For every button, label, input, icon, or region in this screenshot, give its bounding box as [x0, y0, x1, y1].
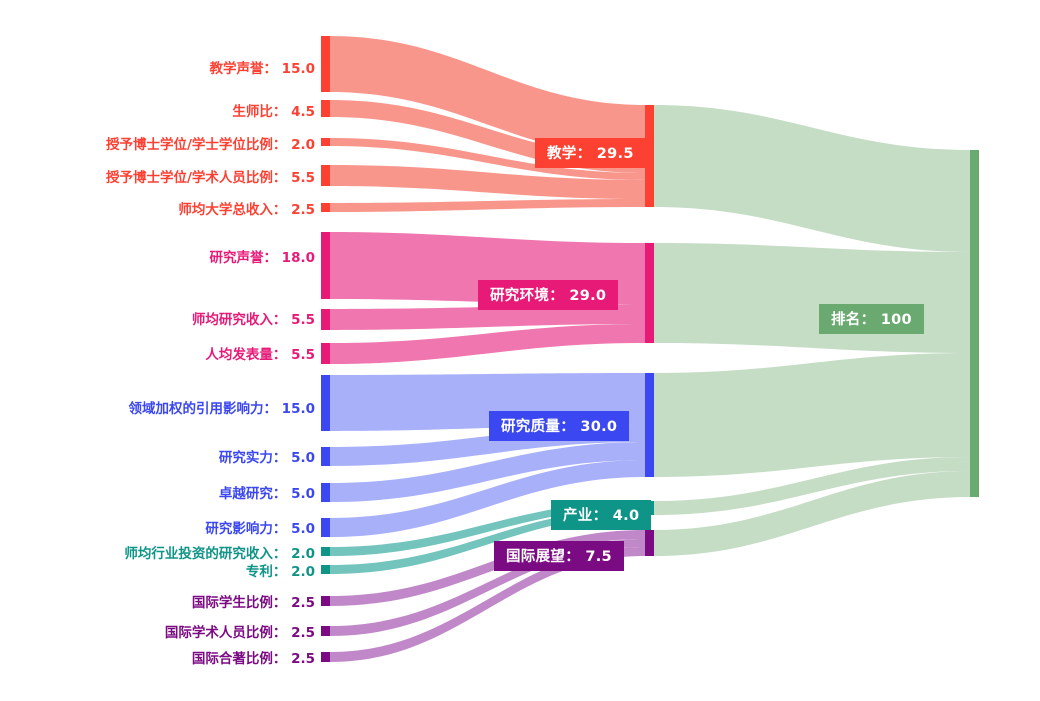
source-label-doc_bachelor: 授予博士学位/学士学位比例： 2.0: [106, 133, 315, 153]
node-label-text: 教学： 29.5: [547, 146, 634, 162]
sankey-node-research_influence[interactable]: [321, 518, 330, 537]
source-label-text: 研究影响力： 5.0: [205, 521, 315, 537]
sankey-node-doc_staff[interactable]: [321, 165, 330, 186]
sankey-link-intl_coauthor-to-intl_outlook[interactable]: [330, 547, 645, 662]
source-label-intl_coauthor: 国际合著比例： 2.5: [192, 647, 315, 667]
sankey-link-institution_income-to-teaching[interactable]: [330, 199, 645, 212]
source-label-patents: 专利： 2.0: [246, 560, 315, 580]
sankey-link-industry_income-to-industry[interactable]: [330, 501, 645, 556]
sankey-node-research_rep[interactable]: [321, 232, 330, 299]
node-label-teaching: 教学： 29.5: [535, 138, 646, 168]
sankey-node-intl_students[interactable]: [321, 596, 330, 606]
sankey-node-fwci[interactable]: [321, 375, 330, 431]
sankey-node-research_excellence[interactable]: [321, 483, 330, 502]
source-label-research_influence: 研究影响力： 5.0: [205, 517, 315, 537]
sankey-link-intl_students-to-intl_outlook[interactable]: [330, 530, 645, 606]
source-label-teaching_rep: 教学声誉： 15.0: [209, 57, 315, 77]
sankey-node-research_strength[interactable]: [321, 447, 330, 466]
source-label-text: 教学声誉： 15.0: [209, 61, 315, 77]
source-label-institution_income: 师均大学总收入： 2.5: [178, 198, 315, 218]
source-label-text: 领域加权的引用影响力： 15.0: [128, 401, 315, 417]
sankey-link-doc_staff-to-teaching[interactable]: [330, 165, 645, 199]
source-label-text: 授予博士学位/学术人员比例： 5.5: [105, 170, 315, 186]
sankey-node-intl_staff[interactable]: [321, 626, 330, 636]
node-label-text: 研究质量： 30.0: [501, 419, 618, 435]
source-label-research_income: 师均研究收入： 5.5: [192, 308, 315, 328]
source-label-student_staff: 生师比： 4.5: [232, 100, 315, 120]
sankey-node-student_staff[interactable]: [321, 100, 330, 117]
sankey-node-industry_income[interactable]: [321, 547, 330, 556]
source-label-papers_per_staff: 人均发表量： 5.5: [205, 343, 315, 363]
sankey-link-patents-to-industry[interactable]: [330, 508, 645, 574]
source-label-research_excellence: 卓越研究： 5.0: [219, 482, 315, 502]
source-label-text: 国际学术人员比例： 2.5: [164, 625, 315, 641]
node-label-text: 国际展望： 7.5: [506, 549, 612, 565]
node-label-intl_outlook: 国际展望： 7.5: [494, 541, 624, 571]
sankey-link-intl_staff-to-intl_outlook[interactable]: [330, 539, 645, 636]
source-label-text: 卓越研究： 5.0: [218, 486, 315, 502]
sankey-link-research_excellence-to-research_quality[interactable]: [330, 442, 645, 502]
sankey-link-teaching-to-ranking[interactable]: [654, 105, 970, 252]
sankey-node-research_income[interactable]: [321, 309, 330, 330]
node-label-industry: 产业： 4.0: [551, 500, 652, 530]
source-label-text: 人均发表量： 5.5: [205, 347, 315, 363]
sankey-node-intl_outlook[interactable]: [645, 530, 654, 556]
sankey-link-teaching_rep-to-teaching[interactable]: [330, 36, 645, 157]
source-label-text: 师均研究收入： 5.5: [191, 312, 315, 328]
source-label-research_strength: 研究实力： 5.0: [219, 446, 315, 466]
sankey-node-teaching_rep[interactable]: [321, 36, 330, 92]
source-label-doc_staff: 授予博士学位/学术人员比例： 5.5: [106, 166, 315, 186]
node-label-research_quality: 研究质量： 30.0: [489, 411, 630, 441]
sankey-node-papers_per_staff[interactable]: [321, 343, 330, 364]
sankey-links-layer: [330, 36, 970, 662]
sankey-node-research_quality[interactable]: [645, 373, 654, 477]
sankey-link-research_env-to-ranking[interactable]: [654, 243, 970, 353]
sankey-link-research_influence-to-research_quality[interactable]: [330, 460, 645, 537]
source-label-text: 师均行业投资的研究收入： 2.0: [124, 546, 315, 562]
source-label-intl_students: 国际学生比例： 2.5: [192, 591, 315, 611]
sankey-node-teaching[interactable]: [645, 105, 654, 207]
source-label-text: 研究实力： 5.0: [218, 450, 315, 466]
node-label-ranking: 排名： 100: [819, 304, 924, 334]
source-label-fwci: 领域加权的引用影响力： 15.0: [128, 397, 315, 417]
source-label-text: 国际合著比例： 2.5: [191, 651, 315, 667]
sankey-link-research_quality-to-ranking[interactable]: [654, 353, 970, 477]
source-label-text: 研究声誉： 18.0: [209, 250, 315, 266]
sankey-node-institution_income[interactable]: [321, 203, 330, 212]
source-label-text: 师均大学总收入： 2.5: [178, 202, 315, 218]
sankey-link-doc_bachelor-to-teaching[interactable]: [330, 138, 645, 180]
sankey-link-papers_per_staff-to-research_env[interactable]: [330, 324, 645, 364]
source-label-industry_income: 师均行业投资的研究收入： 2.0: [124, 542, 315, 562]
node-label-text: 研究环境： 29.0: [490, 288, 607, 304]
source-label-research_rep: 研究声誉： 18.0: [209, 246, 315, 266]
sankey-node-intl_coauthor[interactable]: [321, 652, 330, 662]
source-label-text: 国际学生比例： 2.5: [191, 595, 315, 611]
sankey-link-industry-to-ranking[interactable]: [654, 457, 970, 515]
sankey-link-intl_outlook-to-ranking[interactable]: [654, 471, 970, 556]
source-label-text: 专利： 2.0: [245, 564, 315, 580]
node-label-text: 产业： 4.0: [563, 508, 640, 524]
sankey-node-doc_bachelor[interactable]: [321, 138, 330, 146]
sankey-node-patents[interactable]: [321, 565, 330, 574]
sankey-node-ranking[interactable]: [970, 150, 979, 497]
source-label-intl_staff: 国际学术人员比例： 2.5: [165, 621, 315, 641]
node-label-text: 排名： 100: [831, 312, 912, 328]
source-label-text: 授予博士学位/学士学位比例： 2.0: [105, 137, 315, 153]
sankey-node-research_env[interactable]: [645, 243, 654, 343]
sankey-link-research_income-to-research_env[interactable]: [330, 305, 645, 330]
source-label-text: 生师比： 4.5: [232, 104, 315, 120]
node-label-research_env: 研究环境： 29.0: [478, 280, 619, 310]
sankey-nodes-layer: [321, 36, 979, 662]
